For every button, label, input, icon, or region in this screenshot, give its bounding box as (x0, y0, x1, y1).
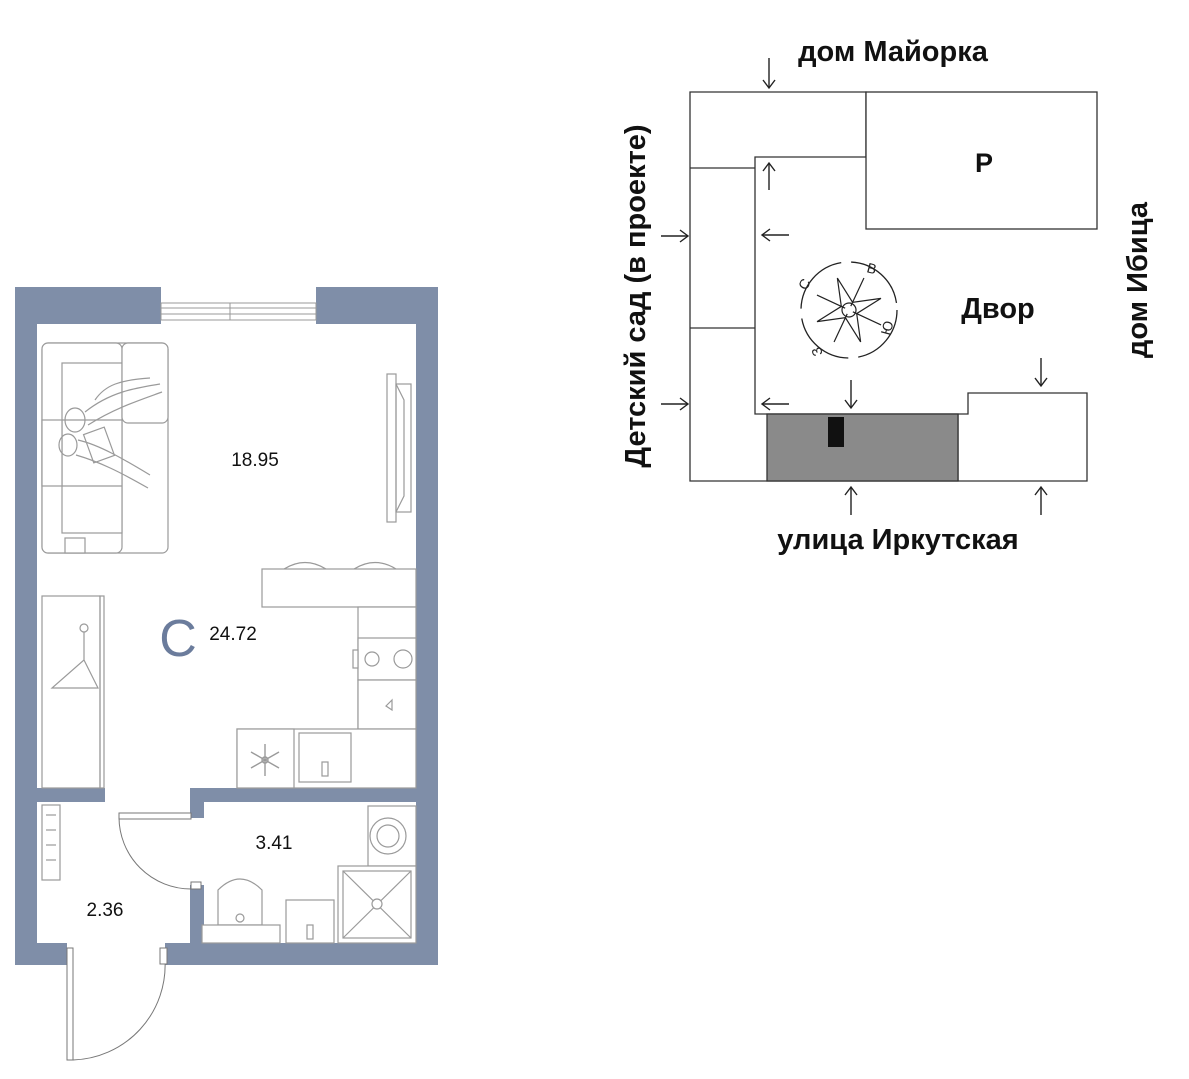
type-letter: С (159, 610, 197, 668)
street-label: улица Иркутская (777, 524, 1018, 556)
arrow-down-icon (1034, 358, 1048, 388)
wall-bath-top (190, 788, 416, 802)
wall-bottom-right (165, 943, 438, 965)
arrow-right-icon (661, 397, 690, 411)
wall-bath-left-top (190, 788, 204, 818)
arrow-up-icon (1034, 485, 1048, 515)
site-plan: С В Ю З дом Майорка Р Двор улица Иркутск… (620, 36, 1154, 556)
snowflake-icon (250, 744, 280, 776)
arrow-up-icon (844, 485, 858, 515)
wall-hall-top (37, 788, 105, 802)
entrance-door (66, 947, 168, 1061)
entrance-marker (828, 417, 844, 447)
compass-south: Ю (877, 319, 896, 337)
compass-icon: С В Ю З (795, 259, 898, 359)
arrow-right-icon (661, 229, 690, 243)
right-neighbor-label: дом Ибица (1122, 201, 1154, 358)
compass-east: В (865, 259, 878, 277)
radiator (41, 804, 61, 881)
dining-counter (261, 561, 417, 608)
wardrobe (41, 595, 105, 789)
parking-block (865, 91, 1098, 230)
arrow-left-icon (760, 397, 789, 411)
sofa (41, 342, 169, 554)
hall-area-label: 2.36 (87, 900, 124, 921)
access-arrows (661, 58, 1048, 515)
arrow-left-icon (760, 228, 789, 242)
wall-bath-left-bottom (190, 885, 204, 945)
parking-label: Р (975, 148, 993, 178)
floor-plan: 18.95 С 24.72 3.41 2.36 (15, 287, 438, 1061)
arrow-down-icon (844, 380, 858, 410)
bathroom-door (118, 812, 202, 890)
bathroom-fixtures (201, 805, 417, 944)
living-area-label: 18.95 (231, 450, 279, 471)
window (160, 302, 317, 321)
people-on-sofa (58, 377, 163, 489)
section-highlight (766, 413, 959, 482)
wall-left (15, 287, 37, 965)
total-area-label: 24.72 (209, 624, 257, 645)
top-neighbor-label: дом Майорка (798, 36, 989, 68)
wall-bottom-left (15, 943, 67, 965)
yard-label: Двор (961, 293, 1035, 325)
tv (386, 373, 412, 523)
wall-top-left (15, 287, 161, 324)
bathroom-area-label: 3.41 (256, 833, 293, 854)
compass-north: С (795, 276, 814, 293)
left-neighbor-label: Детский сад (в проекте) (620, 124, 652, 467)
compass-west: З (808, 345, 826, 358)
wall-right (416, 287, 438, 965)
arrow-up-icon (762, 161, 776, 190)
arrow-down-icon (762, 58, 776, 90)
